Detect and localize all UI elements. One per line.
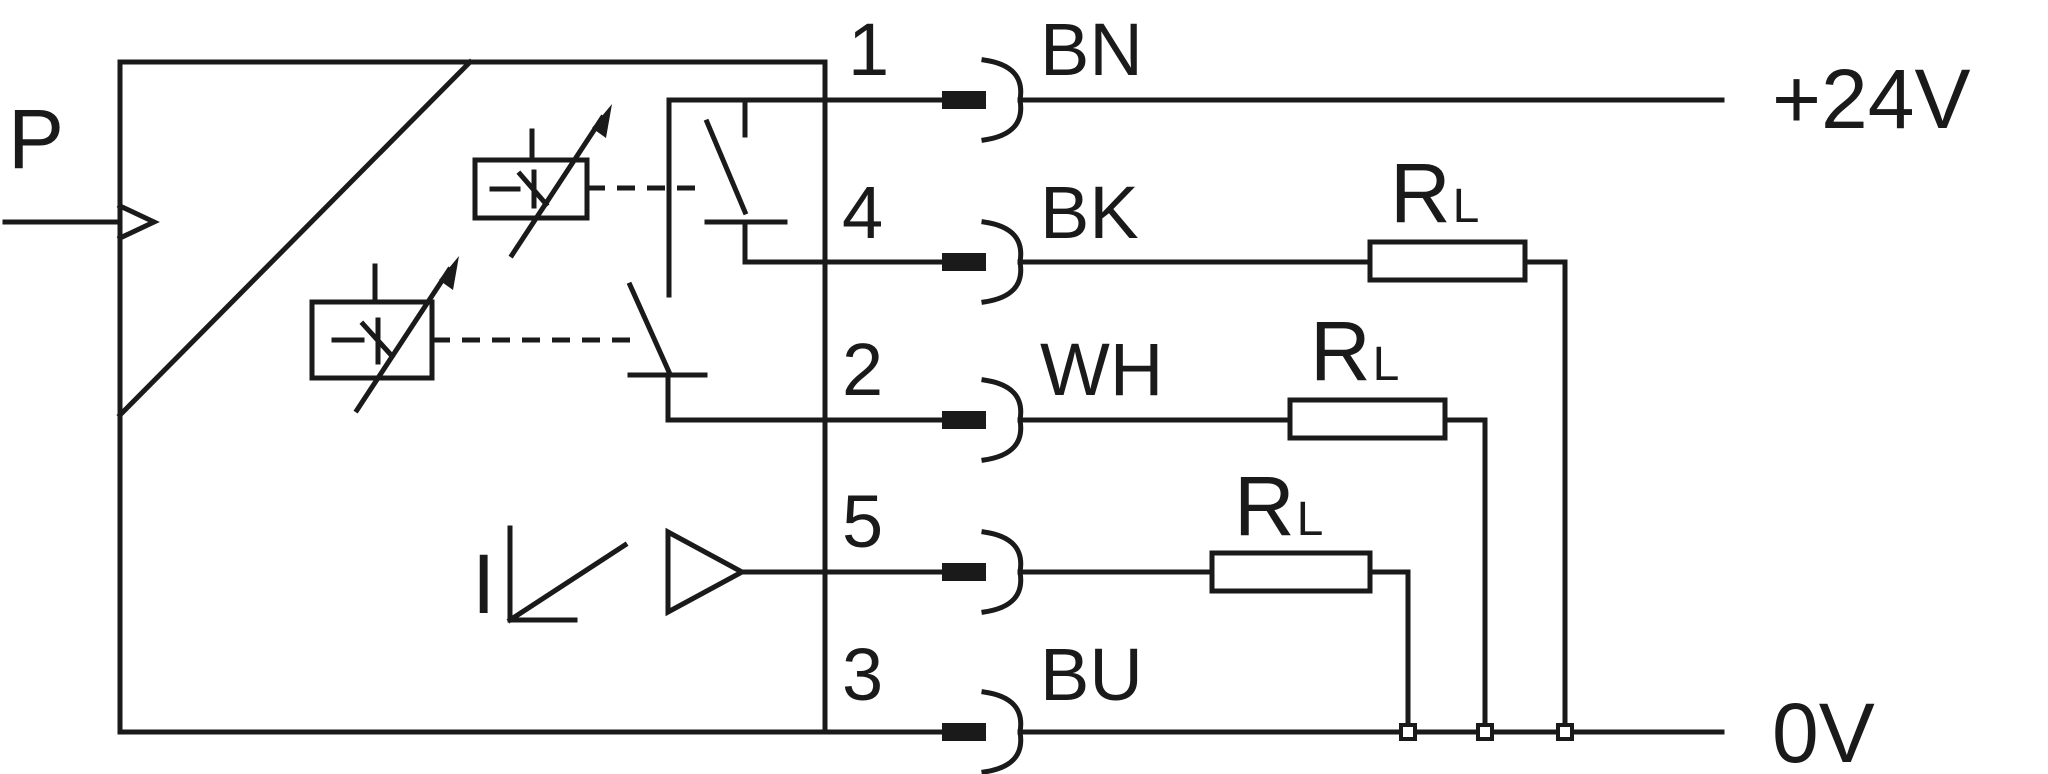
wire-pin4-return: [1522, 259, 1568, 735]
wire-pin5-return: [1367, 569, 1411, 735]
load-label-pin4: RL: [1390, 146, 1479, 240]
pin-number-1: 1: [848, 8, 889, 91]
wire-color-bk: BK: [1040, 171, 1139, 254]
connector-pin3: [942, 689, 1024, 774]
connector-pin1: [942, 57, 1024, 143]
load-resistor-pin5: [1209, 550, 1373, 594]
pressure-input-arrow: [116, 202, 160, 242]
pin-number-5: 5: [842, 480, 883, 563]
ground-node-2: [1476, 723, 1494, 741]
analog-output-symbol: I: [472, 537, 495, 631]
wire-color-wh: WH: [1040, 328, 1163, 411]
supply-ground-label: 0V: [1772, 686, 1875, 774]
load-resistor-pin4: [1367, 239, 1528, 283]
ground-node-3: [1399, 723, 1417, 741]
load-resistor-pin2: [1287, 397, 1448, 441]
load-label-pin2: RL: [1310, 304, 1399, 398]
connector-pin2: [942, 377, 1024, 463]
housing-diagonal: [116, 58, 474, 419]
load-label-pin5: RL: [1234, 459, 1323, 553]
wire-color-bu: BU: [1040, 633, 1143, 716]
pin-number-4: 4: [842, 171, 883, 254]
switch-contact-pin2: [626, 281, 828, 423]
adjustable-threshold-2: [309, 256, 459, 414]
adjustable-threshold-1: [472, 104, 612, 259]
analog-output-ramp: [506, 525, 629, 624]
supply-positive-label: +24V: [1772, 52, 1971, 146]
pin-number-3: 3: [842, 633, 883, 716]
switch-contact-pin4: [666, 97, 828, 298]
analog-output-amplifier: [665, 527, 748, 617]
wire-color-bn: BN: [1040, 8, 1143, 91]
pin-number-2: 2: [842, 328, 883, 411]
wire-pin2-return: [1442, 417, 1488, 735]
ground-node-1: [1556, 723, 1574, 741]
connector-pin4: [942, 219, 1024, 305]
pressure-input-label: P: [8, 92, 64, 186]
connector-pin5: [942, 529, 1024, 615]
